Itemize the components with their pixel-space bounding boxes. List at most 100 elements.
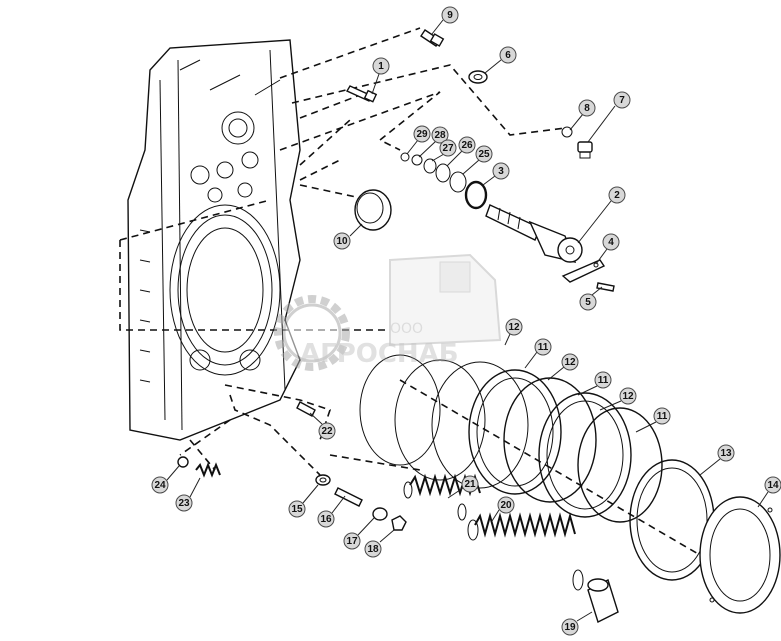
gear-logo-icon [274, 295, 350, 371]
callout-bubble [497, 496, 515, 514]
callout-leader-line [524, 351, 538, 369]
o-rings-25-29 [400, 152, 488, 210]
o-ring-8 [561, 126, 573, 138]
callout-number: 12 [508, 322, 520, 333]
callout-bubble [175, 494, 193, 512]
callout-number: 6 [505, 50, 511, 61]
washer-15 [315, 474, 331, 486]
callout-bubble [461, 475, 479, 493]
callout-11: 11 [653, 407, 671, 425]
callout-bubble [717, 444, 735, 462]
callout-bubble [534, 338, 552, 356]
callout-bubble [602, 233, 620, 251]
callout-10: 10 [333, 232, 351, 250]
callout-1: 1 [372, 57, 390, 75]
callout-number: 11 [657, 411, 668, 422]
callout-bubble [318, 422, 336, 440]
callout-leader-line [309, 412, 323, 425]
callout-number: 8 [584, 103, 590, 114]
callout-bubble [475, 145, 493, 163]
callout-number: 10 [336, 236, 348, 247]
cover-plate-14 [699, 496, 781, 614]
callout-25: 25 [475, 145, 493, 163]
callout-number: 24 [154, 480, 166, 491]
shaft-2 [485, 204, 583, 263]
callout-7: 7 [613, 91, 631, 109]
callout-number: 12 [622, 391, 634, 402]
spring-20 [467, 512, 584, 591]
callout-22: 22 [318, 422, 336, 440]
callout-bubble [441, 6, 459, 24]
callout-number: 16 [320, 514, 332, 525]
callout-number: 15 [291, 504, 303, 515]
callout-leader-line [431, 19, 444, 35]
callout-leader-line [591, 286, 603, 296]
callout-17: 17 [343, 532, 361, 550]
callout-16: 16 [317, 510, 335, 528]
callout-bubble [653, 407, 671, 425]
callout-bubble [764, 476, 781, 494]
watermark-prefix: ООО [390, 321, 423, 337]
callout-number: 12 [564, 357, 576, 368]
callout-28: 28 [431, 126, 449, 144]
callout-bubble [619, 387, 637, 405]
callout-number: 14 [767, 480, 779, 491]
callout-12: 12 [505, 318, 523, 336]
callout-15: 15 [288, 500, 306, 518]
callout-bubble [372, 57, 390, 75]
callout-number: 29 [416, 129, 428, 140]
bushing-19 [587, 578, 619, 623]
callout-6: 6 [499, 46, 517, 64]
bolt-9 [420, 29, 445, 47]
callout-number: 9 [447, 10, 453, 21]
callout-leader-line [757, 491, 769, 508]
callout-number: 3 [498, 166, 504, 177]
callout-bubble [594, 371, 612, 389]
callout-number: 18 [367, 544, 379, 555]
clutch-pack [359, 354, 663, 523]
callout-bubble [343, 532, 361, 550]
callout-number: 1 [378, 61, 384, 72]
callout-leader-line [349, 223, 363, 237]
callout-19: 19 [561, 618, 579, 636]
callout-number: 2 [614, 190, 620, 201]
callout-bubble [431, 126, 449, 144]
callout-18: 18 [364, 540, 382, 558]
ball-24 [177, 456, 189, 468]
callout-bubble [288, 500, 306, 518]
watermark-company: АГРОСНАБ [300, 339, 459, 369]
callout-bubble [439, 139, 457, 157]
callout-leader-line [357, 517, 375, 536]
callout-13: 13 [717, 444, 735, 462]
callout-leader-line [482, 175, 496, 186]
pin-22 [296, 401, 316, 417]
callout-number: 25 [478, 149, 490, 160]
callout-4: 4 [602, 233, 620, 251]
callout-23: 23 [175, 494, 193, 512]
callout-number: 23 [178, 498, 190, 509]
callout-29: 29 [413, 125, 431, 143]
watermark: ООО АГРОСНАБ [274, 253, 502, 371]
callout-number: 13 [720, 448, 732, 459]
callout-bubble [608, 186, 626, 204]
callout-number: 4 [608, 237, 614, 248]
callout-bubble [317, 510, 335, 528]
callout-12: 12 [619, 387, 637, 405]
callout-number: 7 [619, 95, 625, 106]
callout-14: 14 [764, 476, 781, 494]
callout-number: 11 [538, 342, 549, 353]
callout-leader-line [447, 487, 464, 499]
callout-leader-line [595, 248, 608, 265]
callout-leader-line [371, 73, 380, 95]
callout-number: 19 [564, 622, 576, 633]
callout-number: 26 [461, 140, 473, 151]
callout-3: 3 [492, 162, 510, 180]
callout-leader-line [484, 59, 502, 74]
harvester-logo-icon [389, 253, 502, 347]
callout-leader-line [331, 495, 346, 514]
callout-27: 27 [439, 139, 457, 157]
callout-11: 11 [534, 338, 552, 356]
callout-leader-line [577, 200, 612, 244]
